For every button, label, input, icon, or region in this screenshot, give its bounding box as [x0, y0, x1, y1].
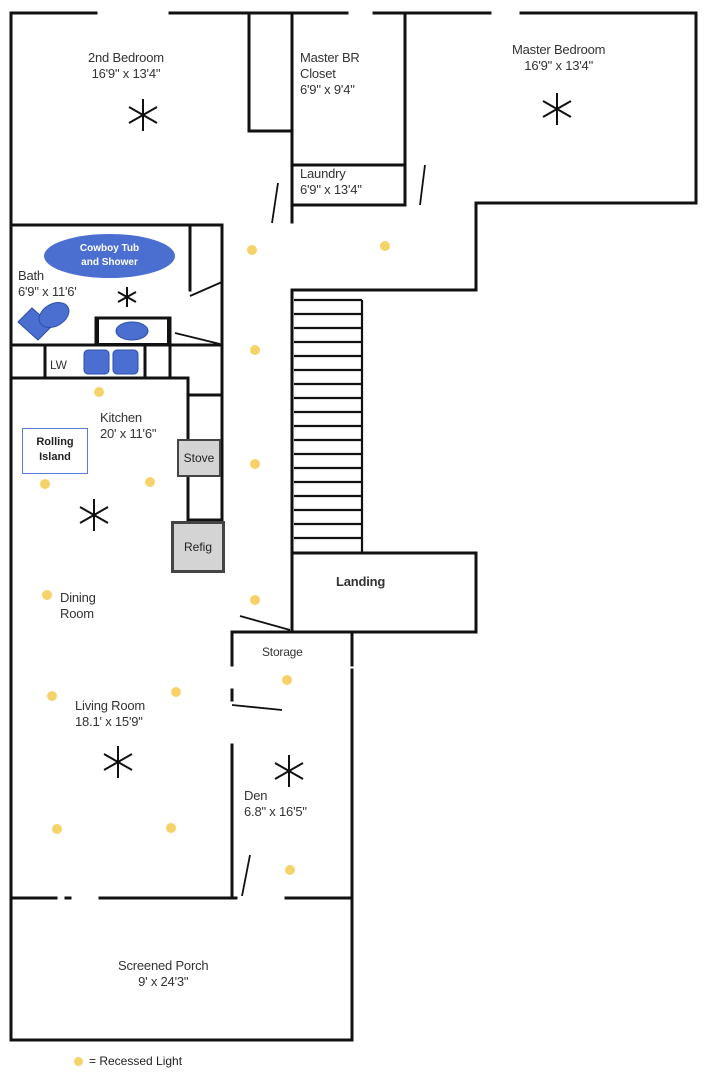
recessed-light-icon [250, 345, 260, 355]
staircase [294, 298, 364, 553]
ceiling-fan-icon [128, 99, 158, 131]
washer-icon [83, 349, 110, 375]
tub-label-line2: and Shower [81, 257, 138, 268]
recessed-light-icon [42, 590, 52, 600]
recessed-light-icon [250, 459, 260, 469]
legend: = Recessed Light [74, 1054, 182, 1068]
recessed-light-icon [380, 241, 390, 251]
sink-counter [97, 317, 169, 345]
island-label-line2: Island [39, 451, 71, 463]
stove-appliance: Stove [177, 439, 221, 477]
doors [174, 164, 426, 897]
recessed-light-icon [285, 865, 295, 875]
recessed-light-icon [74, 1056, 83, 1066]
island-label-line1: Rolling [36, 436, 74, 448]
sink-icon [115, 321, 149, 341]
recessed-light-icon [145, 477, 155, 487]
tub-shower-fixture: Cowboy Tub and Shower [44, 234, 175, 278]
ceiling-fans [79, 93, 572, 787]
recessed-light-icon [250, 595, 260, 605]
lw-label: LW [50, 358, 67, 372]
bath-fixtures [17, 302, 169, 375]
recessed-light-icon [171, 687, 181, 697]
room-storage: Storage [262, 645, 303, 659]
toilet-tank-icon [38, 302, 70, 328]
recessed-light-icon [282, 675, 292, 685]
fridge-appliance: Refig [171, 521, 225, 573]
ceiling-fan-icon [542, 93, 572, 125]
ceiling-fan-icon [117, 287, 137, 307]
walls [9, 11, 698, 1042]
room-master-closet: Master BR Closet 6'9" x 9'4" [300, 50, 360, 97]
dryer-icon [112, 349, 139, 375]
recessed-light-icon [247, 245, 257, 255]
recessed-light-icon [40, 479, 50, 489]
recessed-lights [40, 241, 390, 875]
rolling-island: Rolling Island [22, 428, 88, 474]
recessed-light-icon [166, 823, 176, 833]
ceiling-fan-icon [274, 755, 304, 787]
recessed-light-icon [94, 387, 104, 397]
recessed-light-icon [47, 691, 57, 701]
stove-label: Stove [183, 451, 215, 465]
fridge-label: Refig [183, 540, 212, 554]
recessed-light-icon [52, 824, 62, 834]
tub-label-line1: Cowboy Tub [79, 243, 140, 254]
ceiling-fan-icon [103, 746, 133, 778]
room-landing: Landing [336, 574, 386, 589]
legend-text: = Recessed Light [89, 1054, 183, 1068]
ceiling-fan-icon [79, 499, 109, 531]
